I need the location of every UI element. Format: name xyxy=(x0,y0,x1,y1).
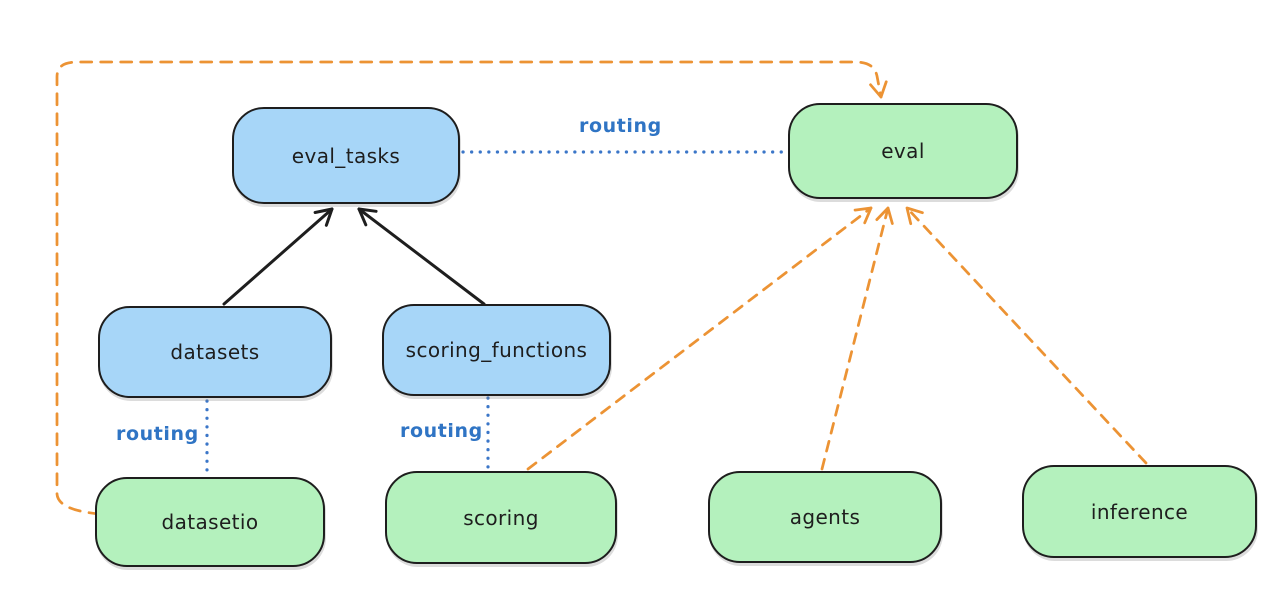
node-label: datasetio xyxy=(161,510,259,534)
edge-datasetio-to-eval xyxy=(55,60,888,516)
edge-datasets-to-eval-tasks xyxy=(222,207,334,306)
edge-agents-to-eval xyxy=(820,206,894,471)
node-scoring-functions: scoring_functions xyxy=(382,304,611,396)
edge-label-routing-datasets-datasetio: routing xyxy=(116,423,199,445)
node-inference: inference xyxy=(1022,465,1257,558)
node-datasets: datasets xyxy=(98,306,332,398)
edge-label-routing-scoring-functions-scoring: routing xyxy=(400,420,483,442)
node-datasetio: datasetio xyxy=(95,477,325,567)
node-label: agents xyxy=(789,505,861,529)
node-label: eval_tasks xyxy=(291,143,401,168)
edge-scoring-functions-to-eval-tasks xyxy=(357,207,486,306)
node-label: inference xyxy=(1090,499,1189,524)
node-agents: agents xyxy=(708,471,942,563)
node-eval: eval xyxy=(788,103,1018,199)
node-label: scoring_functions xyxy=(405,338,588,362)
edge-label-routing-eval-tasks-eval: routing xyxy=(579,115,662,137)
edge-inference-to-eval xyxy=(905,206,1148,465)
node-label: datasets xyxy=(170,340,260,364)
node-eval-tasks: eval_tasks xyxy=(232,107,460,204)
node-label: scoring xyxy=(463,505,539,530)
node-label: eval xyxy=(881,139,925,163)
node-scoring: scoring xyxy=(385,471,617,564)
edge-scoring-to-eval xyxy=(526,206,873,471)
